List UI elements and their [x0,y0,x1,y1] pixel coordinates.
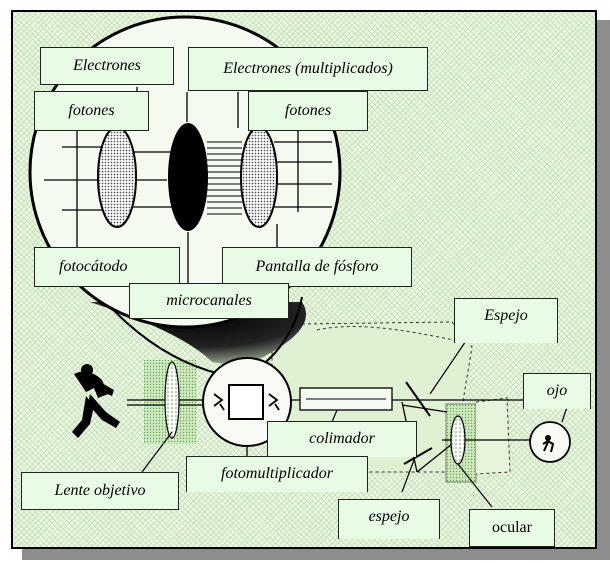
microchannel-plate [168,123,208,231]
label-microcanales: microcanales [129,283,289,319]
label-fotomultiplicador: fotomultiplicador [186,456,368,492]
label-electrones: Electrones [40,47,174,85]
mirror-top [405,381,431,417]
diagram-frame: Electrones Electrones (multiplicados) fo… [11,10,597,549]
running-person-icon [72,364,120,438]
label-lente-objetivo: Lente objetivo [21,472,179,510]
label-electrones-multiplicados: Electrones (multiplicados) [188,47,428,91]
label-fotones-left: fotones [34,91,149,131]
label-pantalla-de-fosforo: Pantalla de fósforo [222,247,412,287]
photocathode-plate [97,126,137,228]
mirror-bottom [403,447,433,465]
objective-lens [164,361,180,439]
label-fotones-right: fotones [248,91,368,131]
phosphor-screen-plate [240,126,278,228]
label-ocular: ocular [469,509,555,547]
label-espejo-top: Espejo [454,298,558,343]
label-fotocatodo: fotocátodo [34,247,180,287]
eye-icon [529,406,571,463]
label-espejo-bottom: espejo [338,499,440,539]
label-ojo: ojo [523,373,591,409]
eyepiece-lens [450,415,466,465]
label-colimador: colimador [267,421,417,457]
